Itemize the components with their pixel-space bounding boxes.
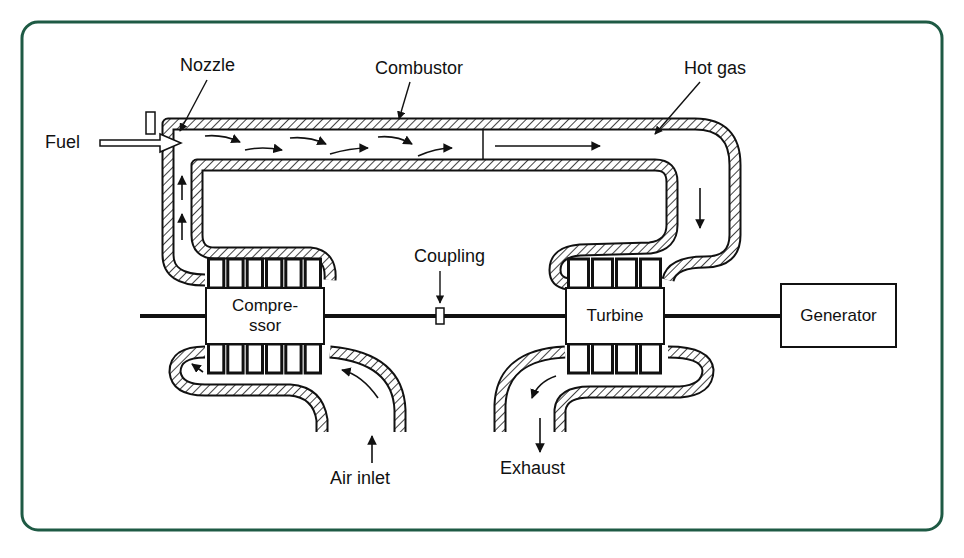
frame <box>22 22 942 530</box>
flow-arrows <box>182 136 700 463</box>
box-label: Generator <box>800 306 877 326</box>
shaft-connector <box>665 314 780 318</box>
blade <box>617 259 637 288</box>
box-label: Turbine <box>586 306 643 326</box>
blade <box>641 344 661 373</box>
part-label: Air inlet <box>330 468 390 489</box>
blade <box>228 344 243 373</box>
blade <box>617 344 637 373</box>
blade <box>209 259 224 288</box>
coupling <box>436 308 444 324</box>
blade <box>305 344 320 373</box>
blade <box>267 344 282 373</box>
part-label: Hot gas <box>684 58 746 79</box>
part-label: Coupling <box>414 246 485 267</box>
blade <box>286 259 301 288</box>
blade <box>569 344 589 373</box>
blade <box>305 259 320 288</box>
blade <box>641 259 661 288</box>
blade <box>286 344 301 373</box>
compressor-box: Compre- ssor <box>205 287 325 345</box>
fuel-nozzle <box>100 134 181 152</box>
part-label: Nozzle <box>180 55 235 76</box>
blade <box>593 259 613 288</box>
duct-hatching <box>168 124 735 432</box>
combustor-divider <box>482 130 484 159</box>
shaft <box>140 314 207 318</box>
turbine-box: Turbine <box>565 287 665 345</box>
shaft-connector <box>325 314 565 318</box>
blade <box>569 259 589 288</box>
blade <box>247 344 262 373</box>
part-label: Fuel <box>45 132 80 153</box>
blade <box>593 344 613 373</box>
blade <box>247 259 262 288</box>
blades <box>209 259 661 373</box>
box-label: Compre- ssor <box>226 296 304 335</box>
blade <box>209 344 224 373</box>
leader-lines <box>180 80 700 303</box>
part-label: Combustor <box>375 58 463 79</box>
part-label: Exhaust <box>500 458 565 479</box>
generator-box: Generator <box>780 283 897 348</box>
blade <box>267 259 282 288</box>
blade <box>228 259 243 288</box>
nozzle-mount <box>146 112 155 134</box>
duct-walls <box>168 124 735 432</box>
